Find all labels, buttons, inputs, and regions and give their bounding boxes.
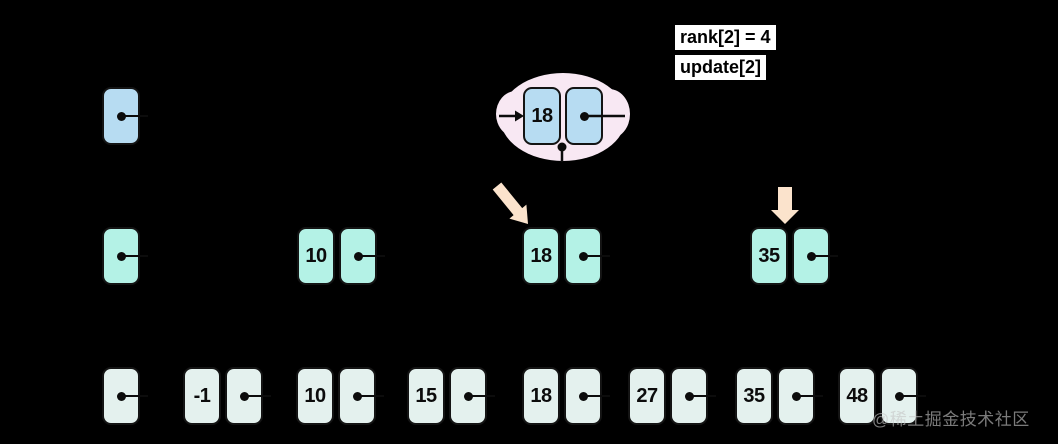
node-level-0-15: 15	[407, 367, 495, 425]
node-level-1-35: 35	[750, 227, 838, 285]
pointer-line	[796, 394, 823, 398]
node-pointer-cell	[225, 367, 271, 425]
node-value-cell: 18	[522, 227, 560, 285]
node-pointer-cell	[339, 227, 385, 285]
node-level-0-18: 18	[522, 367, 610, 425]
pointer-dot	[578, 251, 588, 261]
node-pointer-cell	[564, 227, 610, 285]
node-pointer-cell	[880, 367, 926, 425]
insert-arrow-vertical-icon	[771, 187, 799, 224]
node-value-cell: 35	[750, 227, 788, 285]
pointer-line	[357, 394, 384, 398]
pointer-dot	[463, 391, 473, 401]
pointer-dot	[578, 391, 588, 401]
pointer-dot	[352, 391, 362, 401]
pointer-line	[899, 394, 926, 398]
node-level-0-27: 27	[628, 367, 716, 425]
pointer-line	[811, 254, 838, 258]
node-pointer-cell	[792, 227, 838, 285]
node-pointer-cell	[102, 227, 148, 285]
node-level-0--1: -1	[183, 367, 271, 425]
node-level-0-48: 48	[838, 367, 926, 425]
pointer-dot	[894, 391, 904, 401]
node-value-cell: 18	[523, 87, 561, 145]
pointer-dot	[116, 251, 126, 261]
pointer-line	[583, 254, 610, 258]
node-level-1-18: 18	[522, 227, 610, 285]
pointer-line	[121, 254, 148, 258]
pointer-line	[689, 394, 716, 398]
pointer-line	[468, 394, 495, 398]
pointer-line	[358, 254, 385, 258]
node-pointer-cell	[449, 367, 495, 425]
pointer-dot	[116, 391, 126, 401]
node-value-cell: -1	[183, 367, 221, 425]
update-annotation: update[2]	[675, 55, 766, 80]
node-pointer-cell	[565, 87, 611, 145]
header-node-level-0	[102, 367, 148, 425]
pointer-dot	[791, 391, 801, 401]
watermark: @稀土掘金技术社区	[872, 410, 1030, 429]
pointer-dot	[684, 391, 694, 401]
node-pointer-cell	[102, 367, 148, 425]
node-value-cell: 35	[735, 367, 773, 425]
node-level-2-18: 18	[523, 87, 611, 145]
pointer-dot	[239, 391, 249, 401]
node-value-cell: 48	[838, 367, 876, 425]
node-level-1-10: 10	[297, 227, 385, 285]
node-value-cell: 18	[522, 367, 560, 425]
pointer-dot	[353, 251, 363, 261]
node-level-0-35: 35	[735, 367, 823, 425]
node-pointer-cell	[102, 87, 148, 145]
pointer-line	[121, 394, 148, 398]
header-node-level-1	[102, 227, 148, 285]
pointer-line	[121, 114, 148, 118]
node-pointer-cell	[777, 367, 823, 425]
node-value-cell: 10	[297, 227, 335, 285]
rank-annotation: rank[2] = 4	[675, 25, 776, 50]
pointer-line	[244, 394, 271, 398]
node-pointer-cell	[670, 367, 716, 425]
node-value-cell: 15	[407, 367, 445, 425]
node-value-cell: 10	[296, 367, 334, 425]
node-pointer-cell	[564, 367, 610, 425]
header-node-level-2	[102, 87, 148, 145]
pointer-dot	[579, 111, 589, 121]
insert-arrow-diagonal-icon	[492, 182, 528, 224]
pointer-line	[583, 394, 610, 398]
pointer-dot	[116, 111, 126, 121]
node-pointer-cell	[338, 367, 384, 425]
pointer-dot	[806, 251, 816, 261]
node-level-0-10: 10	[296, 367, 384, 425]
node-value-cell: 27	[628, 367, 666, 425]
